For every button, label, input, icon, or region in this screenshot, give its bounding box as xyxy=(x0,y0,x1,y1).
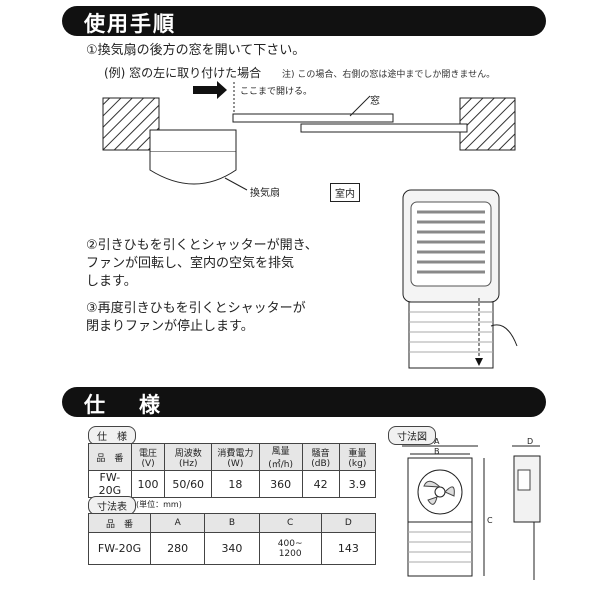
table-cell: 340 xyxy=(204,532,260,565)
open-here-label: ここまで開ける。 xyxy=(240,87,313,97)
header-cell: 品 番 xyxy=(88,513,151,533)
dim-label-c: C xyxy=(487,516,493,525)
header-cell: 品 番 xyxy=(88,443,132,471)
indoor-label: 室内 xyxy=(330,183,360,202)
step1-text: ①換気扇の後方の窓を開いて下さい。 xyxy=(86,43,306,58)
window-pane-right xyxy=(300,123,468,133)
dim-label-d: D xyxy=(527,437,534,446)
header-cell: C xyxy=(258,513,322,533)
header-cell: 周波数(Hz) xyxy=(164,443,213,471)
window-label: 窓 xyxy=(370,96,380,107)
table-row: FW-20G 280 340 400~ 1200 143 xyxy=(88,532,377,565)
header-cell: D xyxy=(320,513,377,533)
header-cell: 風量(㎥/h) xyxy=(258,443,303,471)
right-wall xyxy=(459,97,516,151)
fan-label: 換気扇 xyxy=(250,188,280,199)
table-row: FW-20G 100 50/60 18 360 42 3.9 xyxy=(88,470,377,498)
dim-label-b: B xyxy=(434,447,440,456)
fan-hood xyxy=(149,152,237,185)
header-cell: 騒音(dB) xyxy=(301,443,340,471)
header-cell: B xyxy=(204,513,260,533)
step1-example: (例) 窓の左に取り付けた場合 xyxy=(104,66,262,80)
header-cell: 重量(kg) xyxy=(338,443,377,471)
step1-note: 注) この場合、右側の窓は途中までしか開きません。 xyxy=(282,70,496,80)
dimension-header-row: 品 番 A B C D xyxy=(88,513,377,533)
unit-note: (単位：mm) xyxy=(136,500,182,509)
dimension-diagram-label: 寸法図 xyxy=(388,426,436,445)
table-cell: 42 xyxy=(301,470,340,498)
table-cell: 280 xyxy=(149,532,206,565)
fan-illustration xyxy=(402,189,518,369)
table-cell: 3.9 xyxy=(338,470,377,498)
section-title: 仕様 xyxy=(84,393,194,417)
table-cell: 360 xyxy=(258,470,303,498)
dimension-diagram xyxy=(402,445,541,580)
window-diagram xyxy=(102,81,516,191)
window-pane-left xyxy=(232,113,394,123)
dimension-table: 品 番 A B C D FW-20G 280 340 400~ 1200 143 xyxy=(88,513,377,565)
step3-text: ③再度引きひもを引くとシャッターが 閉まりファンが停止します。 xyxy=(86,301,306,334)
table-cell: FW-20G xyxy=(88,532,151,565)
table-cell: FW-20G xyxy=(88,470,132,498)
dim-label-a: A xyxy=(434,437,440,446)
step2-text: ②引きひもを引くとシャッターが開き、 ファンが回転し、室内の空気を排気 します。 xyxy=(86,238,318,289)
fan-body xyxy=(149,129,237,153)
section-title: 使用手順 xyxy=(84,12,176,36)
table-cell: 400~ 1200 xyxy=(258,532,322,565)
table-cell: 18 xyxy=(211,470,260,498)
table-cell: 100 xyxy=(130,470,166,498)
header-cell: A xyxy=(149,513,206,533)
table-cell: 50/60 xyxy=(164,470,213,498)
table-cell: 143 xyxy=(320,532,377,565)
header-cell: 消費電力(W) xyxy=(211,443,260,471)
section-header-specs: 仕様 xyxy=(62,387,546,417)
section-header-usage: 使用手順 xyxy=(62,6,546,36)
spec-table: 品 番 電圧(V) 周波数(Hz) 消費電力(W) 風量(㎥/h) 騒音(dB)… xyxy=(88,443,377,498)
header-cell: 電圧(V) xyxy=(130,443,166,471)
arrow-icon xyxy=(193,81,227,99)
spec-header-row: 品 番 電圧(V) 周波数(Hz) 消費電力(W) 風量(㎥/h) 騒音(dB)… xyxy=(88,443,377,471)
